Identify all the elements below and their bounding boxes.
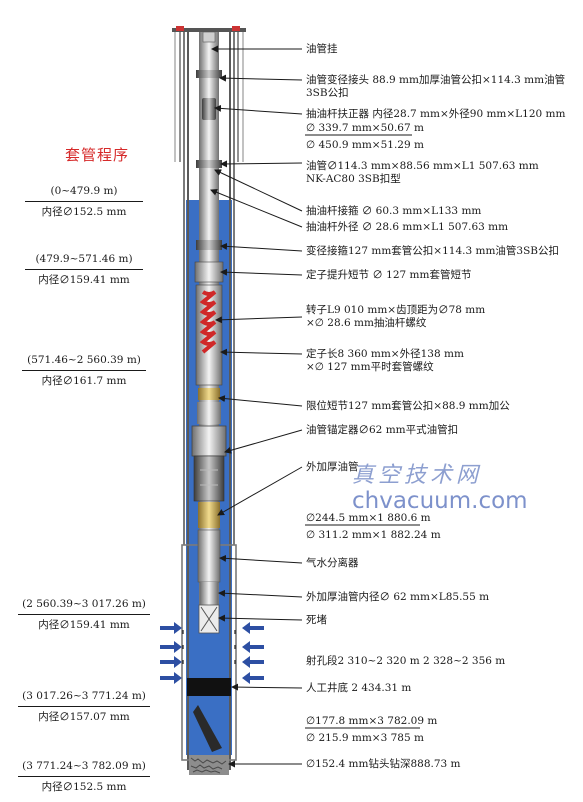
casing-range: (479.9~571.46 m) [25,252,143,270]
label-casing-244: ∅244.5 mm×1 880.6 m [306,512,431,524]
watermark-cn: 真空技术网 [352,463,483,488]
label-stator: 定子长8 360 mm×外径138 mm ×∅ 127 mm平时套管螺纹 [306,348,464,373]
label-hole-311: ∅ 311.2 mm×1 882.24 m [306,529,441,541]
label-stop-sub: 限位短节127 mm套管公扣×88.9 mm加公 [306,400,510,412]
label-perforation: 射孔段2 310~2 320 m 2 328~2 356 m [306,655,506,667]
label-gas-separator: 气水分离器 [306,557,359,569]
watermark-url: chvacuum.com [352,488,528,514]
casing-program-title: 套管程序 [65,146,130,164]
label-upset-tubing-id: 外加厚油管内径∅ 62 mm×L85.55 m [306,591,490,603]
gas-separator [197,529,221,634]
label-anchor: 油管锚定器∅62 mm平式油管扣 [306,424,459,436]
casing-range: (3 017.26~3 771.24 m) [18,689,150,707]
label-plug: 死堵 [306,614,327,626]
label-rod-coupling: 抽油杆接箍 ∅ 60.3 mm×L133 mm [306,205,482,217]
surface-casing [174,32,244,162]
casing-entry-2: (479.9~571.46 m) 内径∅159.41 mm [25,252,143,287]
label-casing-177: ∅177.8 mm×3 782.09 m [306,715,438,727]
casing-entry-1: (0~479.9 m) 内径∅152.5 mm [25,184,143,219]
inflow-arrows [160,622,264,684]
casing-inner-diameter: 内径∅161.7 mm [41,375,127,387]
casing-inner-diameter: 内径∅159.41 mm [38,619,130,631]
intermediate-casing [183,32,235,545]
label-crossover: 油管变径接头 88.9 mm加厚油管公扣×114.3 mm油管 3SB公扣 [306,74,566,99]
casing-range: (571.46~2 560.39 m) [22,353,146,371]
casing-entry-3: (571.46~2 560.39 m) 内径∅161.7 mm [22,353,146,388]
label-tubing: 油管∅114.3 mm×88.56 mm×L1 507.63 mm NK-AC8… [306,160,539,185]
label-centralizer: 抽油杆扶正器 内径28.7 mm×外径90 mm×L120 mm [306,108,566,120]
perforations [182,630,236,664]
casing-entry-4: (2 560.39~3 017.26 m) 内径∅159.41 mm [18,597,150,632]
label-rod-od: 抽油杆外径 ∅ 28.6 mm×L1 507.63 mm [306,221,509,233]
liner-whipstock [193,705,222,752]
casing-inner-diameter: 内径∅152.5 mm [41,206,127,218]
spec-underlines [305,134,420,729]
label-casing-339: ∅ 339.7 mm×50.67 m [306,122,424,134]
label-hole-215: ∅ 215.9 mm×3 785 m [306,732,424,744]
artificial-bottom-plug [187,678,231,696]
label-stator-sub: 定子提升短节 ∅ 127 mm套管短节 [306,269,472,281]
label-drill-bit: ∅152.4 mm钻头钻深888.73 m [306,758,461,770]
label-upset-tubing: 外加厚油管 [306,461,359,473]
anchor-assembly [191,402,227,528]
label-artificial-bottom: 人工井底 2 434.31 m [306,682,412,694]
leader-lines [210,45,303,768]
casing-inner-diameter: 内径∅159.41 mm [38,274,130,286]
open-hole-bottom [189,755,229,775]
label-rotor: 转子L9 010 mm×齿顶距为∅78 mm ×∅ 28.6 mm抽油杆螺纹 [306,304,486,329]
pcp-pump [195,284,223,400]
casing-range: (0~479.9 m) [25,184,143,202]
label-hole-450: ∅ 450.9 mm×51.29 m [306,139,424,151]
casing-entry-5: (3 017.26~3 771.24 m) 内径∅157.07 mm [18,689,150,724]
label-tubing-hanger: 油管挂 [306,43,338,55]
casing-inner-diameter: 内径∅157.07 mm [38,711,130,723]
casing-entry-6: (3 771.24~3 782.09 m) 内径∅152.5 mm [18,759,150,794]
wellhead [172,26,246,32]
casing-range: (2 560.39~3 017.26 m) [18,597,150,615]
casing-inner-diameter: 内径∅152.5 mm [41,781,127,793]
label-crossover-coupling: 变径接箍127 mm套管公扣×114.3 mm油管3SB公扣 [306,245,559,257]
casing-range: (3 771.24~3 782.09 m) [18,759,150,777]
